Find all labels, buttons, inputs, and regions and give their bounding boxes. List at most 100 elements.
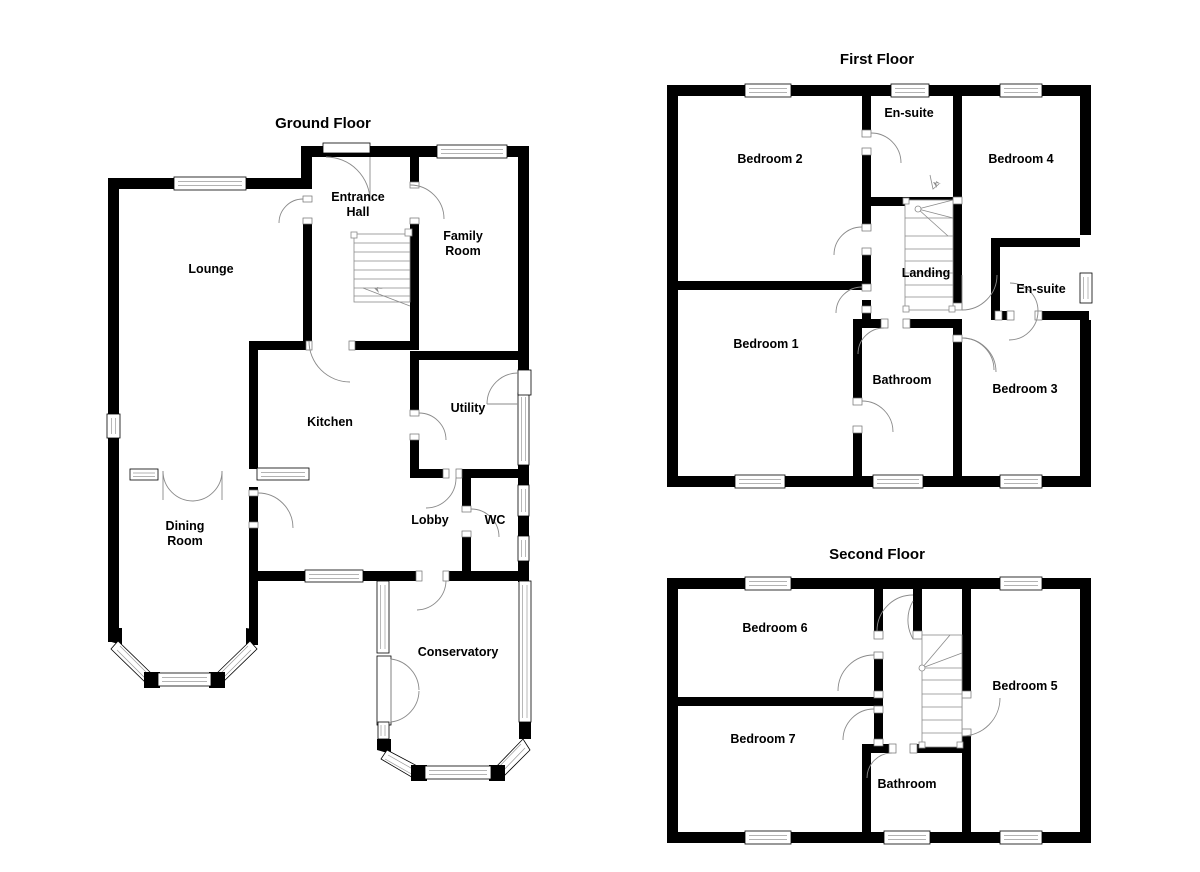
wall-bottom-dining-kitchen xyxy=(258,571,313,581)
room-label-landing: Landing xyxy=(902,266,951,280)
first-floor-room-labels: Bedroom 2 En-suite Bedroom 4 Bedroom 1 L… xyxy=(733,106,1065,396)
wall-sf-bed5-left-lower xyxy=(962,735,971,843)
room-label-entrance-hall-line1: Entrance xyxy=(331,190,385,204)
wall-right-wc xyxy=(518,515,529,537)
second-floor-walls xyxy=(667,578,1091,843)
second-floor-title: Second Floor xyxy=(829,546,925,563)
door-hall-to-lounge xyxy=(278,195,313,225)
room-label-dining-room-line2: Room xyxy=(167,534,202,548)
door-ff-bedroom4 xyxy=(952,196,998,311)
wall-wc-left-upper xyxy=(462,478,471,512)
wall-sf-bed5-left-upper xyxy=(962,589,971,697)
room-label-bedroom7: Bedroom 7 xyxy=(730,732,795,746)
wall-ff-right-upper xyxy=(1080,85,1091,235)
window-wc-side xyxy=(517,484,530,517)
room-label-bedroom1: Bedroom 1 xyxy=(733,337,798,351)
window-family-front xyxy=(436,144,508,159)
door-hall-to-kitchen xyxy=(305,340,356,383)
wall-kitchen-top-left xyxy=(249,341,312,350)
second-floor-plan: Second Floor xyxy=(667,546,1091,845)
first-floor-staircase xyxy=(902,174,956,313)
door-lobby-to-wc xyxy=(461,505,500,538)
wall-lounge-right xyxy=(303,222,312,346)
room-label-bedroom4: Bedroom 4 xyxy=(988,152,1053,166)
wall-family-left-lower xyxy=(410,222,419,350)
conservatory-door-panel xyxy=(376,655,420,726)
conservatory-corner-br xyxy=(519,722,531,739)
wall-sf-landing-left xyxy=(874,711,883,745)
wall-bottom-kitchen-right xyxy=(361,571,410,581)
wall-sf-right xyxy=(1080,578,1091,843)
room-label-bedroom3: Bedroom 3 xyxy=(992,382,1057,396)
wall-ff-bed2-bottom xyxy=(678,281,862,290)
wall-kitchen-left-upper xyxy=(249,341,258,469)
conservatory-bay-glass-front xyxy=(424,765,492,780)
ground-floor-doors xyxy=(162,142,532,611)
wall-family-right xyxy=(518,146,529,382)
window-ff-ensuite-front xyxy=(890,83,930,98)
conservatory-corner-bay-r xyxy=(489,765,505,781)
first-floor-windows xyxy=(734,83,1093,489)
wall-utility-left-upper xyxy=(410,360,419,415)
door-lobby-to-conservatory xyxy=(415,570,450,611)
wall-ff-landing-left-mid xyxy=(862,254,871,290)
wall-wc-left-lower xyxy=(462,537,471,580)
wall-ff-bath-left-lower xyxy=(853,432,862,477)
bay-corner-dining-left xyxy=(108,628,122,645)
conservatory-corner-bay-l xyxy=(411,765,427,781)
room-label-ensuite-b: En-suite xyxy=(1016,282,1065,296)
room-label-bedroom5: Bedroom 5 xyxy=(992,679,1057,693)
wall-family-bottom xyxy=(410,351,529,360)
wall-ff-bath-left-upper xyxy=(853,319,862,404)
window-ff-bath-rear xyxy=(872,474,924,489)
room-label-dining-room-line1: Dining xyxy=(166,519,205,533)
window-ff-bed4-front xyxy=(999,83,1043,98)
window-sf-bed7-rear xyxy=(744,830,792,845)
window-sf-bath-rear xyxy=(883,830,931,845)
wall-ff-ensuite2-top xyxy=(991,238,1080,247)
window-sf-bed5-front xyxy=(999,576,1043,591)
window-ff-bed2-front xyxy=(744,83,792,98)
door-dining-to-kitchen xyxy=(248,489,294,529)
room-label-kitchen: Kitchen xyxy=(307,415,353,429)
wall-ff-ensuite-left-lower xyxy=(862,154,871,197)
wall-hall-left-upper xyxy=(301,146,312,189)
wall-lounge-left xyxy=(108,178,119,414)
window-ff-bed1-rear xyxy=(734,474,786,489)
wall-sf-bath-left xyxy=(862,744,871,836)
room-label-wc: WC xyxy=(485,513,506,527)
stair-direction-arrow-ground xyxy=(374,287,383,293)
dining-room-bay-window xyxy=(108,628,258,688)
wall-sf-left xyxy=(667,578,678,843)
ground-floor-windows xyxy=(106,144,530,583)
wall-sf-bed6-bottom xyxy=(678,697,883,706)
wall-sf-top xyxy=(667,578,1091,589)
door-ff-ensuite2 xyxy=(1006,282,1043,341)
room-label-bedroom6: Bedroom 6 xyxy=(742,621,807,635)
window-sf-bed5-rear xyxy=(999,830,1043,845)
wall-ff-ensuite2-bottom-right xyxy=(1041,311,1089,320)
room-label-utility: Utility xyxy=(451,401,486,415)
window-wc-side-lower xyxy=(517,535,530,562)
stair-run-second xyxy=(921,634,963,748)
conservatory-window-bottom-left-post xyxy=(377,721,390,740)
first-floor-doors xyxy=(833,129,1043,434)
room-label-bathroom-first: Bathroom xyxy=(872,373,931,387)
door-ff-ensuite1 xyxy=(861,129,902,164)
wall-utility-left-lower xyxy=(410,440,419,473)
wall-dining-right-lower xyxy=(249,581,258,637)
door-utility-external xyxy=(486,369,532,405)
wall-ff-ensuite2-left xyxy=(991,246,1000,320)
wall-ff-landing-left-upper xyxy=(862,206,871,230)
window-ff-ensuite2-side xyxy=(1079,272,1093,304)
room-label-ensuite-a: En-suite xyxy=(884,106,933,120)
front-door-entrance xyxy=(322,142,371,202)
bay-glass-dining-front xyxy=(157,672,212,687)
door-sf-top-landing xyxy=(873,594,923,640)
room-label-family-room-line1: Family xyxy=(443,229,483,243)
window-lounge-front xyxy=(173,176,247,191)
wall-ff-left xyxy=(667,85,678,487)
stair-run-ground xyxy=(353,233,411,303)
